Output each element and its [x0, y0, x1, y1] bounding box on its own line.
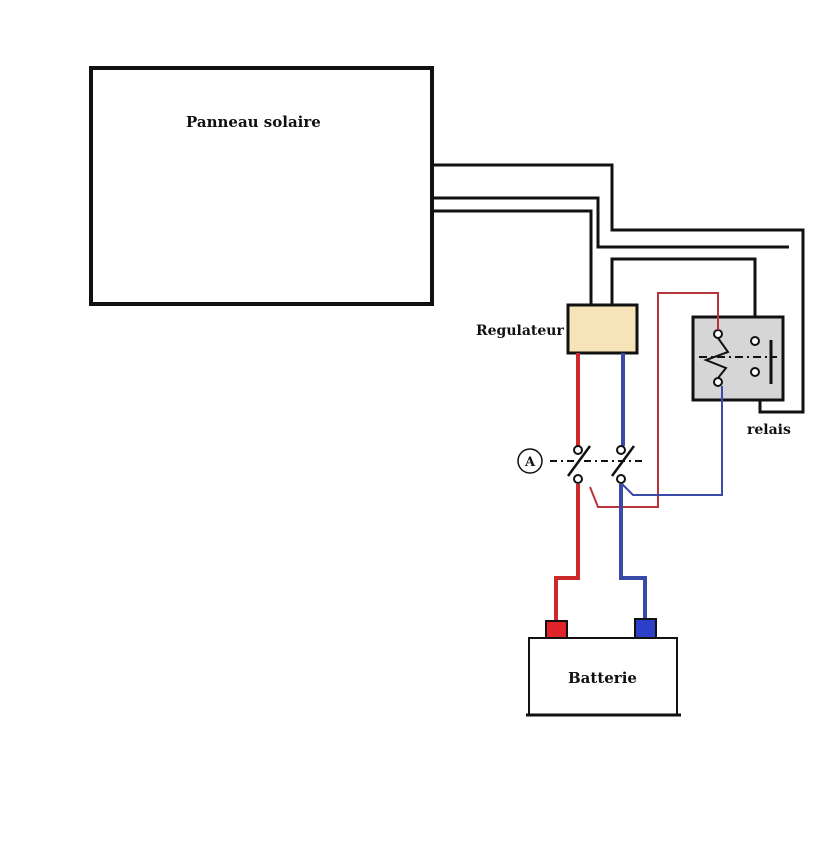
relay-coil-zigzag [703, 337, 730, 379]
switch-a-label: A [524, 455, 536, 470]
panel-wire-relay [610, 257, 757, 330]
battery-box [528, 637, 678, 716]
blue-wire [619, 353, 647, 620]
regulator-label: Regulateur [476, 323, 564, 339]
battery-label: Batterie [568, 669, 637, 687]
solar-panel-label: Panneau solaire [186, 113, 321, 131]
panel-wires [432, 163, 805, 414]
solar-panel-box [89, 66, 434, 306]
battery-terminal-negative [634, 618, 657, 639]
panel-wire-lower [432, 209, 593, 305]
panel-wire-outer-inner [432, 196, 789, 249]
relay-internals [699, 329, 777, 387]
relay-control-wire-red [589, 292, 719, 508]
switch-a [550, 445, 642, 484]
relay-control-wire-blue [621, 386, 723, 496]
switch-a-marker [517, 448, 543, 474]
relay-label: relais [747, 422, 791, 438]
regulator-box [566, 303, 639, 355]
battery-terminal-positive [545, 620, 568, 639]
red-wire [554, 353, 580, 622]
panel-wire-outer [432, 163, 805, 414]
